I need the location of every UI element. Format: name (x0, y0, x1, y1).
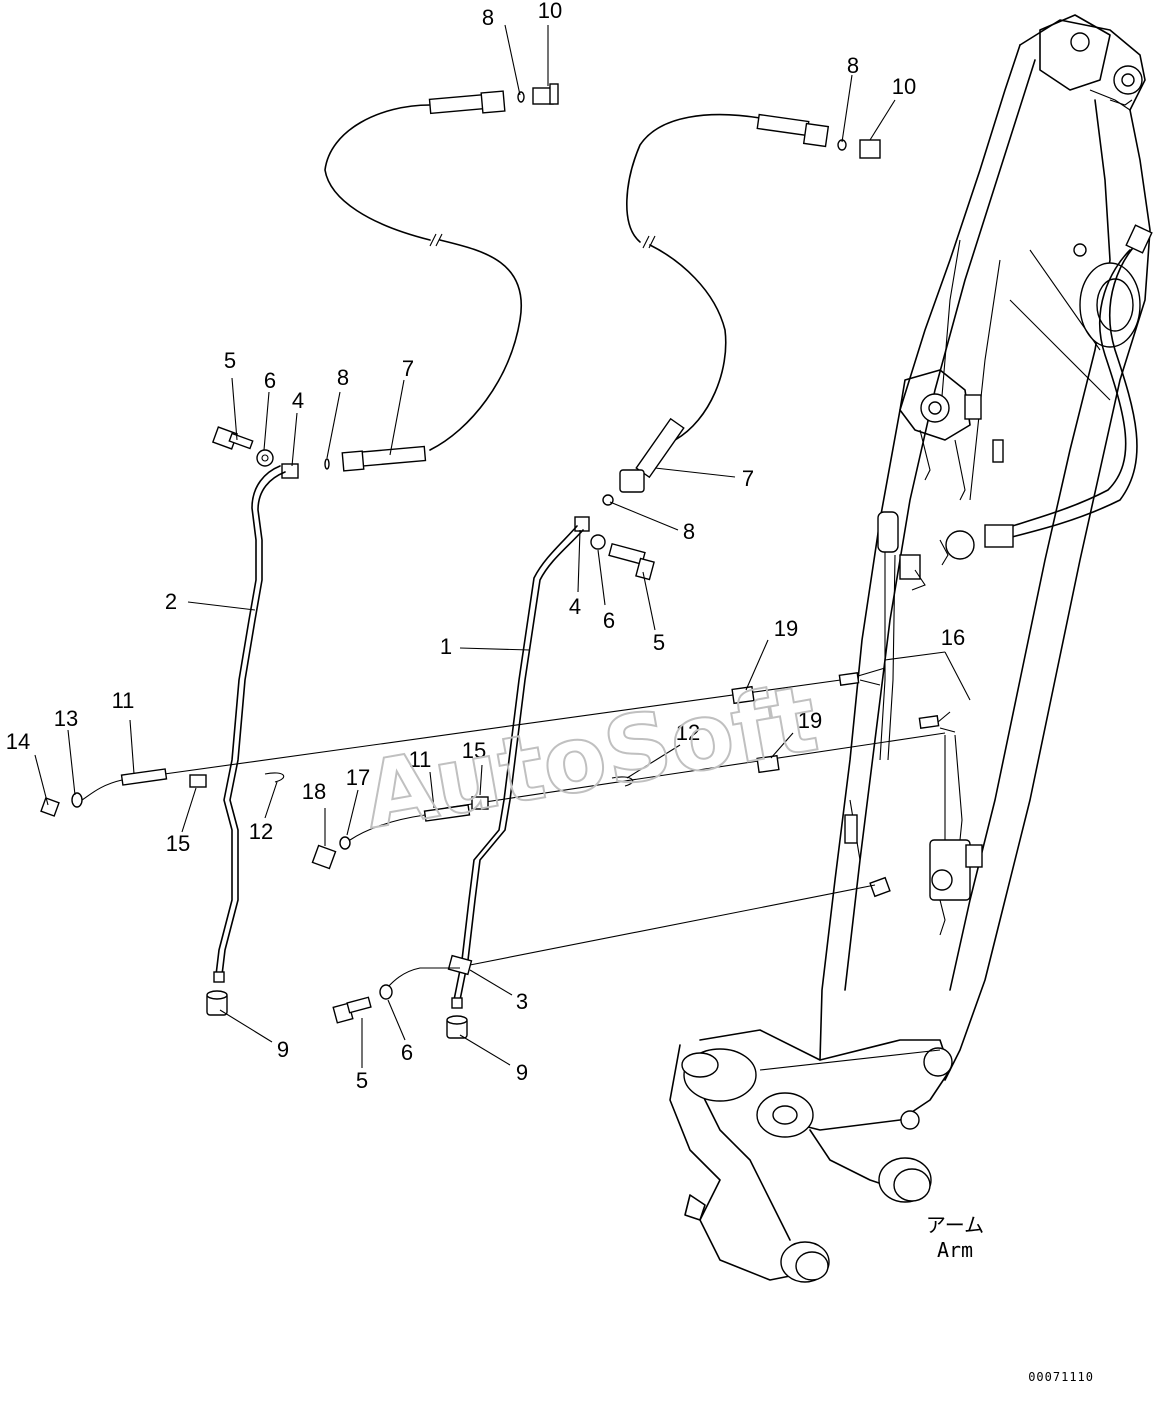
callout-14: 14 (6, 729, 30, 754)
leader-lines (34, 24, 971, 1068)
callout-4: 4 (292, 388, 304, 413)
hose-assembly-right (332, 113, 881, 1039)
callout-5: 5 (224, 348, 236, 373)
watermark-text: AutoSoft (356, 665, 825, 850)
arm-label-english: Arm (937, 1238, 973, 1262)
callout-3: 3 (516, 989, 528, 1014)
callout-8: 8 (847, 53, 859, 78)
callout-12: 12 (249, 819, 273, 844)
callout-19: 19 (774, 616, 798, 641)
callout-2: 2 (165, 589, 177, 614)
callout-10: 10 (538, 0, 562, 23)
hose-assembly-left (206, 83, 559, 1016)
arm-label-japanese: アーム (926, 1213, 984, 1237)
callout-8: 8 (337, 365, 349, 390)
callout-18: 18 (302, 779, 326, 804)
callout-11: 11 (112, 688, 135, 713)
callout-16: 16 (941, 625, 965, 650)
callout-15: 15 (462, 738, 486, 763)
callout-7: 7 (742, 466, 754, 491)
callout-11: 11 (409, 747, 432, 772)
callout-19: 19 (798, 708, 822, 733)
callout-4: 4 (569, 594, 581, 619)
callout-13: 13 (54, 706, 78, 731)
callout-17: 17 (346, 765, 370, 790)
callout-12: 12 (676, 720, 700, 745)
callout-8: 8 (683, 519, 695, 544)
callout-6: 6 (401, 1040, 413, 1065)
callout-10: 10 (892, 74, 916, 99)
arm-structure (669, 14, 1153, 1283)
callout-6: 6 (603, 608, 615, 633)
callout-1: 1 (440, 634, 452, 659)
callout-15: 15 (166, 831, 190, 856)
drawing-code: 00071110 (1028, 1370, 1094, 1384)
callout-9: 9 (516, 1060, 528, 1085)
harness-lines (40, 667, 956, 870)
callout-9: 9 (277, 1037, 289, 1062)
callout-7: 7 (402, 356, 414, 381)
callout-8: 8 (482, 5, 494, 30)
callout-5: 5 (653, 630, 665, 655)
callout-5: 5 (356, 1068, 368, 1093)
callout-6: 6 (264, 368, 276, 393)
callout-labels: 8 10 8 10 5 6 4 8 7 7 8 4 6 5 2 1 19 16 … (6, 0, 965, 1093)
